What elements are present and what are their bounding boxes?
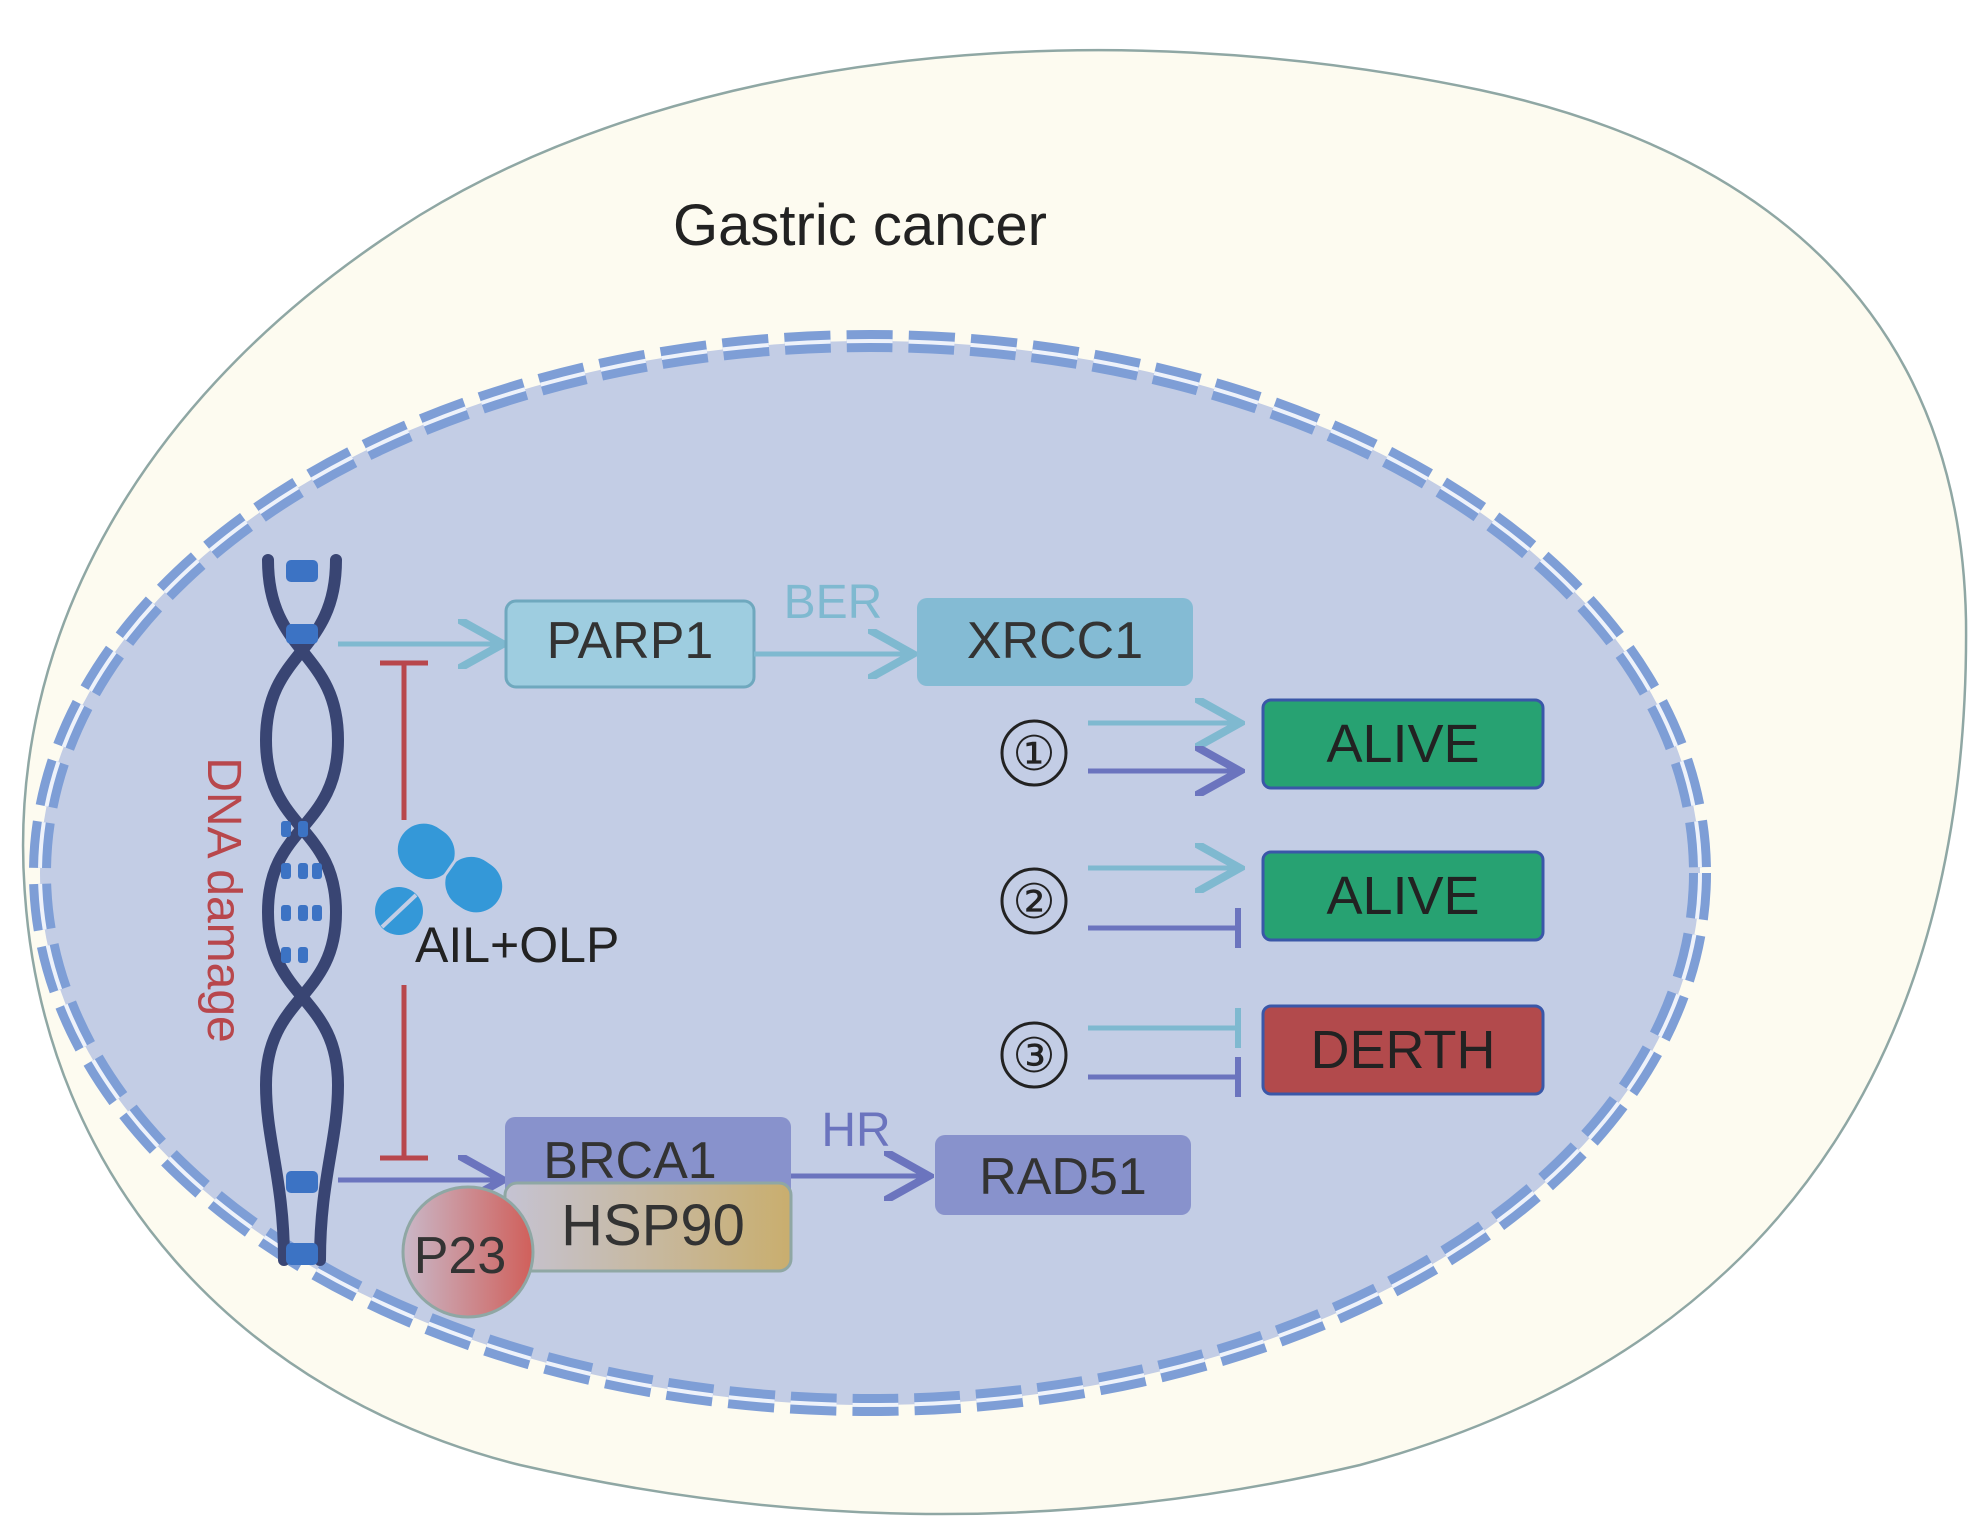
rad51-label: RAD51 (979, 1148, 1147, 1206)
nucleus (29, 330, 1711, 1416)
cell-label: Gastric cancer (673, 193, 1047, 258)
hr-inhibit-bar (1088, 1057, 1241, 1097)
parp1-label: PARP1 (547, 612, 714, 670)
hr-inhibit-bar (1088, 908, 1241, 948)
parp1-node: PARP1 (504, 599, 756, 689)
p23-node: P23 (401, 1185, 535, 1319)
nuclear-envelope (38, 339, 1702, 1407)
drug-inhibition-upper (380, 660, 428, 820)
hsp90-node: HSP90 (503, 1181, 793, 1273)
hsp90-label: HSP90 (561, 1193, 745, 1258)
outcome-result: DERTH (1310, 1020, 1495, 1080)
dna-damage-label: DNA damage (197, 757, 250, 1043)
xrcc1-node: XRCC1 (917, 598, 1193, 686)
outcome-row: ③ DERTH (1000, 1004, 1545, 1097)
brca1-label: BRCA1 (543, 1132, 716, 1190)
hr-label: HR (821, 1104, 890, 1157)
drug-inhibition-lower (380, 985, 428, 1161)
death-box (1261, 1004, 1545, 1096)
dna-helix-icon (259, 554, 345, 1266)
outcome-marker: ③ (1012, 1030, 1055, 1083)
outcome-marker: ① (1012, 728, 1055, 781)
outcome-result: ALIVE (1326, 866, 1479, 926)
ber-inhibit-bar (1088, 1008, 1241, 1048)
outcome-result: ALIVE (1326, 714, 1479, 774)
outcome-marker: ② (1012, 876, 1055, 929)
outcome-row: ① ALIVE (1000, 698, 1545, 790)
alive-box (1261, 850, 1545, 942)
rad51-node: RAD51 (935, 1135, 1191, 1215)
p23-label: P23 (414, 1227, 507, 1285)
ber-label: BER (784, 576, 883, 629)
xrcc1-label: XRCC1 (967, 612, 1143, 670)
drug-label: AIL+OLP (415, 917, 619, 973)
outcome-row: ② ALIVE (1000, 850, 1545, 948)
alive-box (1261, 698, 1545, 790)
pill-icon (375, 823, 503, 935)
